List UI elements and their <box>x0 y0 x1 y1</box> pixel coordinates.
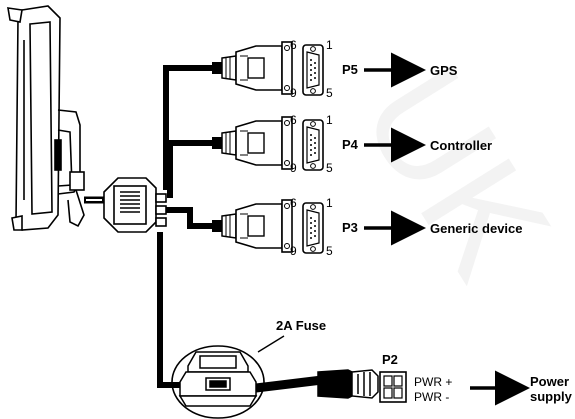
pin-label-bl: 9 <box>290 86 297 100</box>
db9-cable-connector-p5 <box>211 41 293 95</box>
cables <box>157 65 218 388</box>
port-label-p3: P3 <box>342 220 358 235</box>
target-label-p4: Controller <box>430 138 492 153</box>
cable-p3 <box>166 207 218 229</box>
pin-label-bl: 9 <box>290 244 297 258</box>
pin-label-br: 5 <box>326 161 333 175</box>
fuse-label: 2A Fuse <box>276 318 326 333</box>
power-target-line2: supply <box>530 389 573 404</box>
fuse-section: 2A Fuse <box>160 318 326 419</box>
cable-p4 <box>167 140 218 198</box>
port-row-p4: 6 1 9 5 P4 Controller <box>211 113 492 175</box>
pwr-plus-label: PWR + <box>414 375 452 389</box>
db9-face-p3 <box>302 202 324 254</box>
pin-label-tr: 1 <box>326 196 333 210</box>
mounting-bracket <box>7 5 85 231</box>
pin-label-br: 5 <box>326 244 333 258</box>
db9-face-p5 <box>302 44 324 96</box>
db9-cable-connector-p4 <box>211 116 293 170</box>
pin-label-tl: 6 <box>290 196 297 210</box>
pin-label-tl: 6 <box>290 113 297 127</box>
port-label-p4: P4 <box>342 137 359 152</box>
target-label-p3: Generic device <box>430 221 523 236</box>
cable-p5 <box>163 65 218 190</box>
pin-label-tl: 6 <box>290 38 297 52</box>
db9-cable-connector-p3 <box>211 199 293 253</box>
pwr-minus-label: PWR - <box>414 390 449 404</box>
fuse-cable-out <box>255 375 323 393</box>
db9-face-p4 <box>302 119 324 171</box>
pin-label-tr: 1 <box>326 38 333 52</box>
pin-label-bl: 9 <box>290 161 297 175</box>
watermark: UK <box>330 39 575 305</box>
pin-label-br: 5 <box>326 86 333 100</box>
power-target-line1: Power <box>530 374 569 389</box>
port-row-p3: 6 1 9 5 P3 Generic device <box>211 196 523 258</box>
target-label-p5: GPS <box>430 63 458 78</box>
fuse-holder <box>178 351 258 407</box>
power-port-label: P2 <box>382 352 398 367</box>
port-row-p5: 6 1 9 5 P5 GPS <box>211 38 458 100</box>
port-label-p5: P5 <box>342 62 358 77</box>
p2-socket: P2 <box>379 352 407 403</box>
pin-label-tr: 1 <box>326 113 333 127</box>
hub-connector <box>103 177 167 233</box>
fuse-callout-line <box>257 335 285 353</box>
power-connector <box>317 369 379 399</box>
